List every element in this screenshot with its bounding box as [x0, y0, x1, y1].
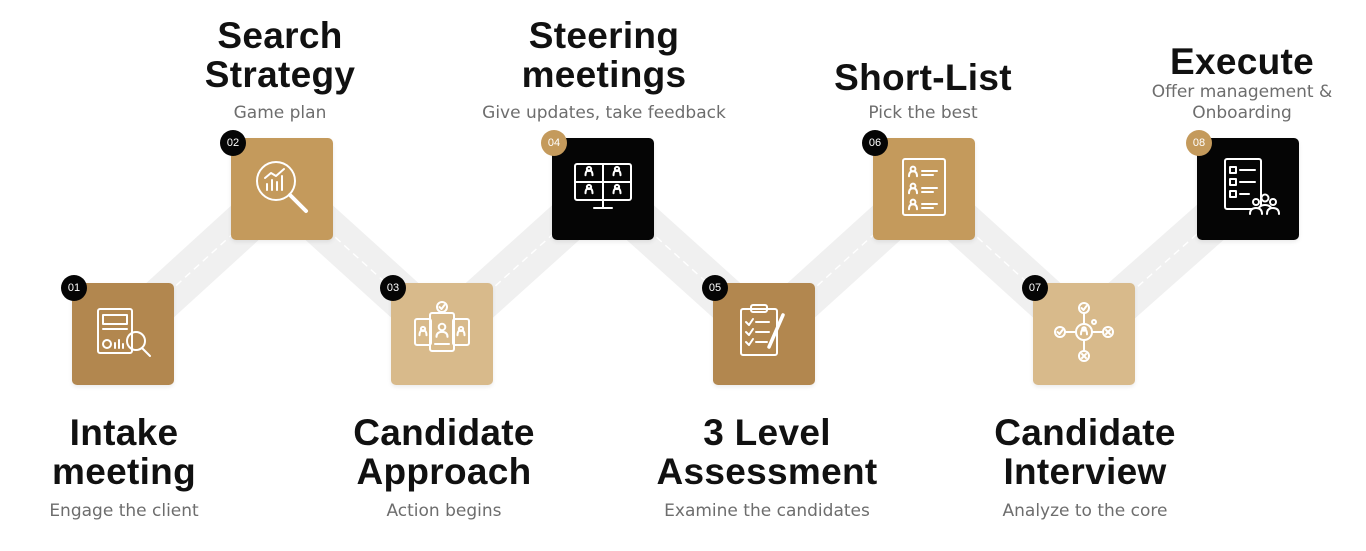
step-subtitle-line: Examine the candidates — [664, 501, 870, 521]
step-08-subtitle: Offer management &Onboarding — [1092, 82, 1366, 124]
step-05-subtitle: Examine the candidates — [617, 501, 917, 522]
magnifier-chart-icon — [249, 154, 315, 225]
step-02-tile — [231, 138, 333, 240]
step-02-subtitle: Game plan — [130, 103, 430, 124]
step-title-line: Candidate — [994, 412, 1176, 453]
step-02-badge: 02 — [220, 130, 246, 156]
step-title-line: meetings — [521, 54, 687, 95]
step-subtitle-line: Offer management & — [1151, 82, 1333, 102]
step-title-line: Candidate — [353, 412, 535, 453]
step-08-tile — [1197, 138, 1299, 240]
step-04-subtitle: Give updates, take feedback — [454, 103, 754, 124]
step-06-tile — [873, 138, 975, 240]
step-01-subtitle: Engage the client — [0, 501, 274, 522]
shortlist-icon — [891, 154, 957, 225]
step-05-badge: 05 — [702, 275, 728, 301]
step-07-tile — [1033, 283, 1135, 385]
step-03-tile — [391, 283, 493, 385]
step-subtitle-line: Give updates, take feedback — [482, 103, 726, 123]
step-subtitle-line: Engage the client — [49, 501, 199, 521]
step-title-line: meeting — [52, 451, 196, 492]
candidate-cards-icon — [409, 299, 475, 370]
step-06-subtitle: Pick the best — [773, 103, 1073, 124]
step-07-badge: 07 — [1022, 275, 1048, 301]
step-title-line: Interview — [1003, 451, 1167, 492]
video-conference-icon — [570, 154, 636, 225]
report-search-icon — [90, 299, 156, 370]
step-subtitle-line: Action begins — [386, 501, 502, 521]
step-title-line: Search — [217, 15, 343, 56]
onboarding-checklist-icon — [1215, 154, 1281, 225]
step-subtitle-line: Pick the best — [868, 103, 978, 123]
step-subtitle-line: Game plan — [233, 103, 327, 123]
step-04-tile — [552, 138, 654, 240]
step-08-title: Execute — [1092, 42, 1366, 81]
step-title-line: Assessment — [656, 451, 878, 492]
step-06-title: Short-List — [773, 58, 1073, 97]
step-05-tile — [713, 283, 815, 385]
step-01-badge: 01 — [61, 275, 87, 301]
step-title-line: Execute — [1169, 41, 1314, 82]
step-subtitle-line: Onboarding — [1192, 103, 1292, 123]
step-subtitle-line: Analyze to the core — [1002, 501, 1168, 521]
step-title-line: Steering — [528, 15, 680, 56]
interview-network-icon — [1051, 299, 1117, 370]
step-title-line: 3 Level — [703, 412, 831, 453]
step-title-line: Short-List — [834, 57, 1012, 98]
step-03-badge: 03 — [380, 275, 406, 301]
step-04-badge: 04 — [541, 130, 567, 156]
step-07-subtitle: Analyze to the core — [935, 501, 1235, 522]
step-title-line: Strategy — [204, 54, 356, 95]
step-08-badge: 08 — [1186, 130, 1212, 156]
step-01-tile — [72, 283, 174, 385]
step-title-line: Intake — [69, 412, 179, 453]
step-06-badge: 06 — [862, 130, 888, 156]
step-03-subtitle: Action begins — [294, 501, 594, 522]
clipboard-checklist-icon — [731, 299, 797, 370]
step-title-line: Approach — [356, 451, 532, 492]
